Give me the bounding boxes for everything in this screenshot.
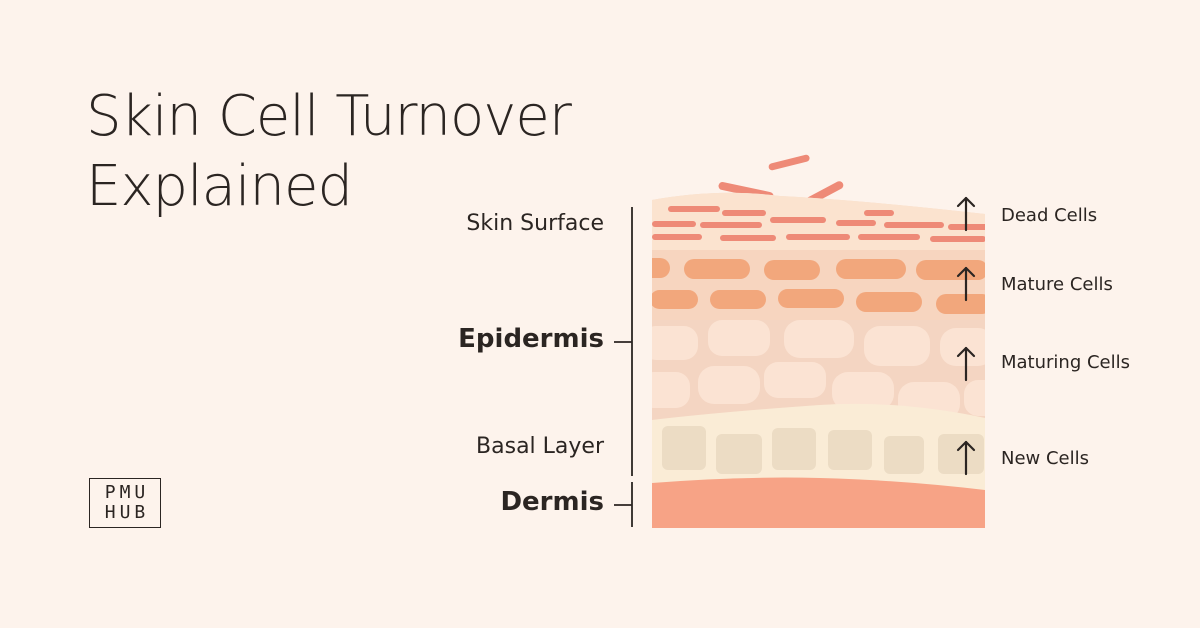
epidermis-label: Epidermis — [458, 324, 604, 354]
skin-surface-label: Skin Surface — [466, 211, 604, 236]
up-arrow-icon — [956, 196, 976, 232]
dead-cells-layer — [652, 192, 985, 250]
basal-layer-label: Basal Layer — [476, 434, 604, 459]
new-cells-layer — [652, 403, 985, 490]
up-arrow-icon — [956, 346, 976, 382]
flaking-cell — [768, 154, 810, 171]
mature-cells-layer — [652, 250, 985, 322]
dead-cells-label: Dead Cells — [1001, 205, 1098, 226]
new-cells-label: New Cells — [1001, 448, 1090, 469]
up-arrow-icon — [956, 440, 976, 476]
logo-line-1: PMU — [104, 482, 150, 503]
logo-line-2: HUB — [104, 502, 150, 523]
bracket-lines — [614, 207, 633, 527]
maturing-cells-layer — [652, 320, 985, 420]
dermis-label: Dermis — [500, 487, 604, 517]
pmu-hub-logo: PMU HUB — [89, 478, 161, 528]
skin-layers — [652, 192, 985, 528]
maturing-cells-label: Maturing Cells — [1001, 352, 1131, 373]
dermis-layer — [652, 477, 985, 528]
mature-cells-label: Mature Cells — [1001, 274, 1113, 295]
up-arrow-icon — [956, 266, 976, 302]
page-title: Skin Cell Turnover Explained — [86, 82, 572, 222]
arrows — [956, 196, 976, 476]
title-line-2: Explained — [86, 154, 353, 219]
title-line-1: Skin Cell Turnover — [86, 84, 572, 149]
